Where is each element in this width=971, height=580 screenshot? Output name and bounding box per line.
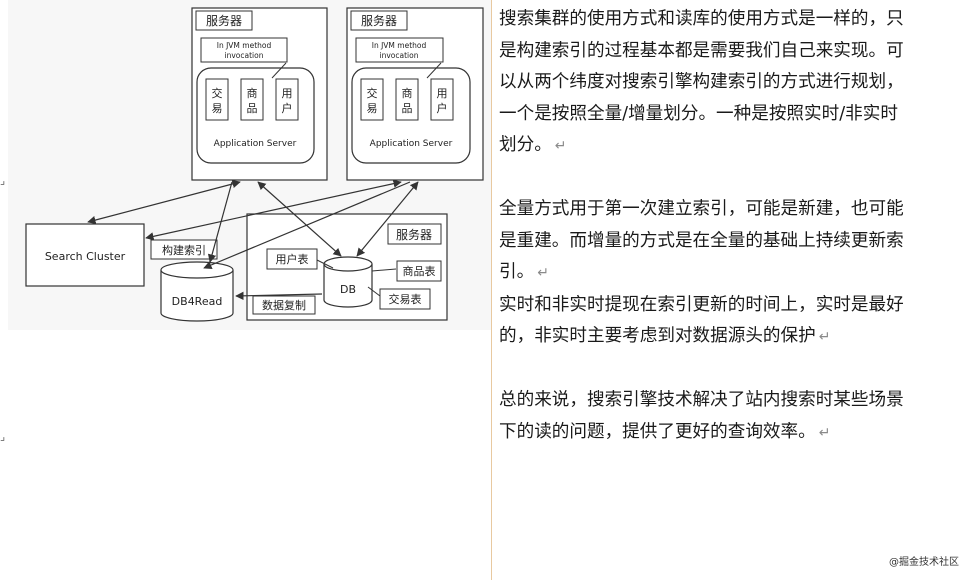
column-divider: [491, 0, 492, 580]
data-replication: 数据复制: [235, 291, 323, 315]
text-line: 是构建索引的过程基本都是需要我们自己来实现。可: [499, 40, 904, 61]
text-line: 全量方式用于第一次建立索引，可能是新建，也可能: [499, 199, 904, 219]
data-replication-label: 数据复制: [262, 298, 306, 312]
db4read-label: DB4Read: [172, 295, 223, 308]
text-line: 总的来说，搜索引擎技术解决了站内搜索时某些场景: [499, 390, 904, 410]
module-user: 用: [282, 87, 293, 100]
build-index-label-box: 构建索引: [150, 239, 218, 260]
server-right-title: 服务器: [361, 13, 397, 28]
paragraph-marker: ⌟: [0, 174, 6, 187]
module-trade: 交: [367, 86, 378, 100]
server-left-title: 服务器: [206, 13, 242, 28]
paragraph-marker: ⌟: [0, 430, 6, 443]
search-cluster-box: Search Cluster: [25, 223, 145, 287]
paragraph-2: 全量方式用于第一次建立索引，可能是新建，也可能 是重建。而增量的方式是在全量的基…: [499, 194, 971, 290]
module-trade: 易: [212, 102, 223, 115]
module-trade: 交: [212, 86, 223, 100]
user-table-label: 用户表: [276, 252, 309, 266]
text-line: 下的读的问题，提供了更好的查询效率。: [499, 421, 816, 442]
invocation-label: In JVM method: [372, 41, 427, 50]
db-server-title: 服务器: [396, 227, 432, 242]
text-line: 是重建。而增量的方式是在全量的基础上持续更新索: [499, 230, 904, 251]
module-user: 户: [437, 101, 448, 115]
db-label: DB: [340, 283, 356, 296]
text-line: 实时和非实时提现在索引更新的时间上，实时是最好: [499, 294, 904, 315]
paragraph-4: 总的来说，搜索引擎技术解决了站内搜索时某些场景 下的读的问题，提供了更好的查询效…: [499, 385, 971, 449]
product-table-label: 商品表: [403, 264, 436, 278]
invocation-label: In JVM method: [217, 41, 272, 50]
server-right: 服务器 In JVM method invocation 交 易 商 品 用 户…: [346, 7, 484, 181]
return-mark-icon: ↵: [818, 329, 831, 345]
app-server-label: Application Server: [370, 139, 453, 149]
module-product: 商: [247, 86, 258, 100]
return-mark-icon: ↵: [537, 265, 549, 281]
text-line: 的，非实时主要考虑到对数据源头的保护: [499, 326, 816, 346]
module-product: 品: [247, 102, 258, 115]
architecture-diagram: 服务器 In JVM method invocation 交 易 商 品 用 户…: [8, 0, 491, 330]
module-trade: 易: [367, 102, 378, 115]
connection-arrows: [87, 179, 419, 269]
module-product: 品: [402, 102, 413, 115]
article-text: 搜索集群的使用方式和读库的使用方式是一样的，只 是构建索引的过程基本都是需要我们…: [499, 4, 971, 449]
text-line: 划分。: [499, 135, 552, 155]
module-product: 商: [402, 86, 413, 100]
build-index-label: 构建索引: [162, 243, 206, 257]
return-mark-icon: ↵: [818, 424, 831, 441]
watermark: @掘金技术社区: [889, 557, 959, 568]
text-line: 搜索集群的使用方式和读库的使用方式是一样的，只: [499, 9, 904, 29]
text-line: 一个是按照全量/增量划分。一种是按照实时/非实时: [499, 103, 898, 124]
text-line: 引。: [499, 262, 535, 282]
server-left: 服务器 In JVM method invocation 交 易 商 品 用 户…: [191, 7, 328, 181]
trade-table-label: 交易表: [389, 292, 422, 306]
paragraph-3: 实时和非实时提现在索引更新的时间上，实时是最好 的，非实时主要考虑到对数据源头的…: [499, 290, 971, 354]
text-line: 以从两个纬度对搜索引擎构建索引的方式进行规划，: [499, 72, 904, 92]
return-mark-icon: ↵: [554, 138, 567, 154]
db4read-cylinder: DB4Read: [160, 261, 234, 322]
module-user: 户: [282, 101, 293, 115]
invocation-label: invocation: [380, 51, 419, 60]
invocation-label: invocation: [225, 51, 264, 60]
search-cluster-label: Search Cluster: [45, 250, 126, 263]
paragraph-1: 搜索集群的使用方式和读库的使用方式是一样的，只 是构建索引的过程基本都是需要我们…: [499, 4, 971, 163]
module-user: 用: [437, 87, 448, 100]
app-server-label: Application Server: [214, 139, 297, 149]
